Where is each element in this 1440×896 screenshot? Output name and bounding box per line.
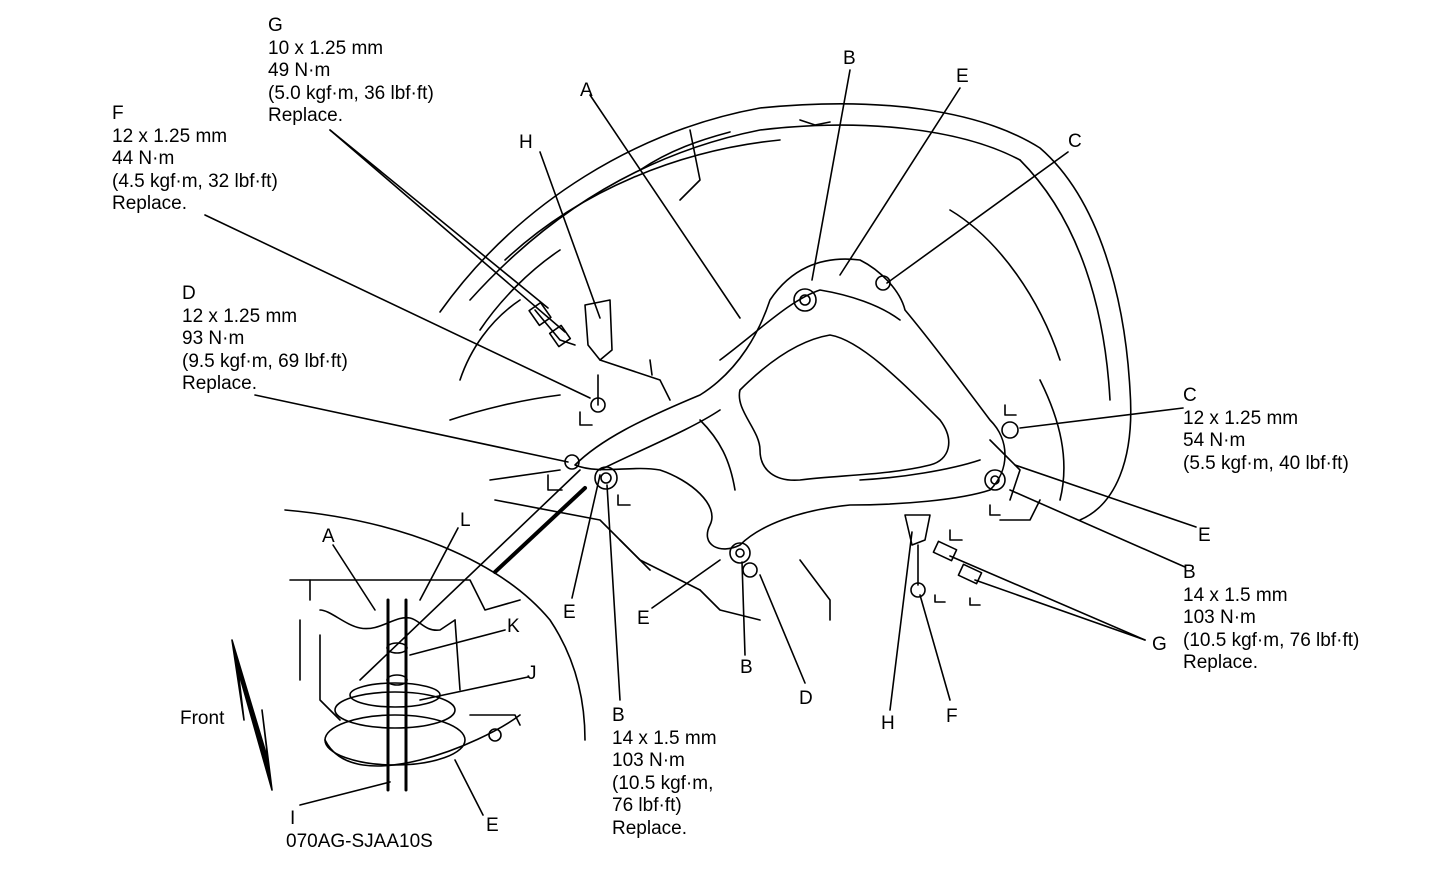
callout-d-left: D 12 x 1.25 mm 93 N·m (9.5 kgf·m, 69 lbf… <box>182 283 348 396</box>
inset-label-l: L <box>460 510 471 531</box>
label-e-top: E <box>956 66 969 87</box>
callout-note: Replace. <box>112 193 187 214</box>
callout-c-right: C 12 x 1.25 mm 54 N·m (5.5 kgf·m, 40 lbf… <box>1183 385 1349 475</box>
label-e-mid-left: E <box>563 602 576 623</box>
callout-letter: G <box>268 15 283 36</box>
label-b-mid: B <box>740 657 753 678</box>
callout-torque: 93 N·m <box>182 328 245 349</box>
callout-b-bottom: B 14 x 1.5 mm 103 N·m (10.5 kgf·m, 76 lb… <box>612 705 717 840</box>
callout-letter: D <box>182 283 196 304</box>
callout-letter: F <box>112 103 124 124</box>
label-h-top: H <box>519 132 533 153</box>
callout-b-right: B 14 x 1.5 mm 103 N·m (10.5 kgf·m, 76 lb… <box>1183 562 1359 675</box>
figure-code: 070AG-SJAA10S <box>286 831 433 852</box>
callout-letter: C <box>1183 385 1197 406</box>
inset-label-e: E <box>486 815 499 836</box>
inset-label-k: K <box>507 616 520 637</box>
label-e-right: E <box>1198 525 1211 546</box>
callout-torque-alt: (10.5 kgf·m, 76 lbf·ft) <box>1183 629 1360 651</box>
callout-torque: 44 N·m <box>112 148 175 169</box>
inset-arc <box>284 509 586 741</box>
callout-f-top: F 12 x 1.25 mm 44 N·m (4.5 kgf·m, 32 lbf… <box>112 103 278 216</box>
callout-letter: B <box>1183 562 1196 583</box>
inset-label-i: I <box>290 808 296 829</box>
callout-size: 14 x 1.5 mm <box>612 727 717 749</box>
inset-label-j: J <box>527 663 537 684</box>
callout-torque-alt: (5.0 kgf·m, 36 lbf·ft) <box>268 82 434 104</box>
callout-size: 12 x 1.25 mm <box>1183 407 1299 429</box>
callout-torque: 103 N·m <box>612 750 685 771</box>
callout-torque-alt: (5.5 kgf·m, 40 lbf·ft) <box>1183 452 1349 474</box>
label-d-mid: D <box>799 688 813 709</box>
callout-torque: 54 N·m <box>1183 430 1246 451</box>
callout-note: Replace. <box>182 373 257 394</box>
callout-note: Replace. <box>268 105 343 126</box>
callout-g-top: G 10 x 1.25 mm 49 N·m (5.0 kgf·m, 36 lbf… <box>268 15 434 128</box>
callout-size: 12 x 1.25 mm <box>182 305 298 327</box>
label-c-top: C <box>1068 131 1082 152</box>
callout-torque-alt: (9.5 kgf·m, 69 lbf·ft) <box>182 350 348 372</box>
inset-label-a: A <box>322 526 335 547</box>
callout-letter: B <box>612 705 625 726</box>
label-e-mid: E <box>637 608 650 629</box>
callout-torque-alt: (4.5 kgf·m, 32 lbf·ft) <box>112 170 278 192</box>
label-b-top: B <box>843 48 856 69</box>
callout-size: 12 x 1.25 mm <box>112 125 228 147</box>
detail-arrow <box>493 486 587 574</box>
callout-note: Replace. <box>612 817 687 839</box>
vehicle-body-outline <box>439 103 1132 521</box>
callout-torque: 103 N·m <box>1183 607 1256 628</box>
subframe-outline <box>574 258 1006 550</box>
front-label: Front <box>180 708 225 729</box>
callout-torque: 49 N·m <box>268 60 331 81</box>
callout-torque-alt: (10.5 kgf·m, <box>612 772 714 794</box>
callout-size: 14 x 1.5 mm <box>1183 584 1288 606</box>
label-a-top: A <box>580 80 593 101</box>
callout-torque-alt-2: 76 lbf·ft) <box>612 795 682 816</box>
label-f-bottom: F <box>946 706 958 727</box>
front-arrow-icon <box>231 639 273 791</box>
callout-note: Replace. <box>1183 652 1258 673</box>
callout-size: 10 x 1.25 mm <box>268 37 384 59</box>
label-h-bottom: H <box>881 713 895 734</box>
label-g-right: G <box>1152 634 1167 655</box>
